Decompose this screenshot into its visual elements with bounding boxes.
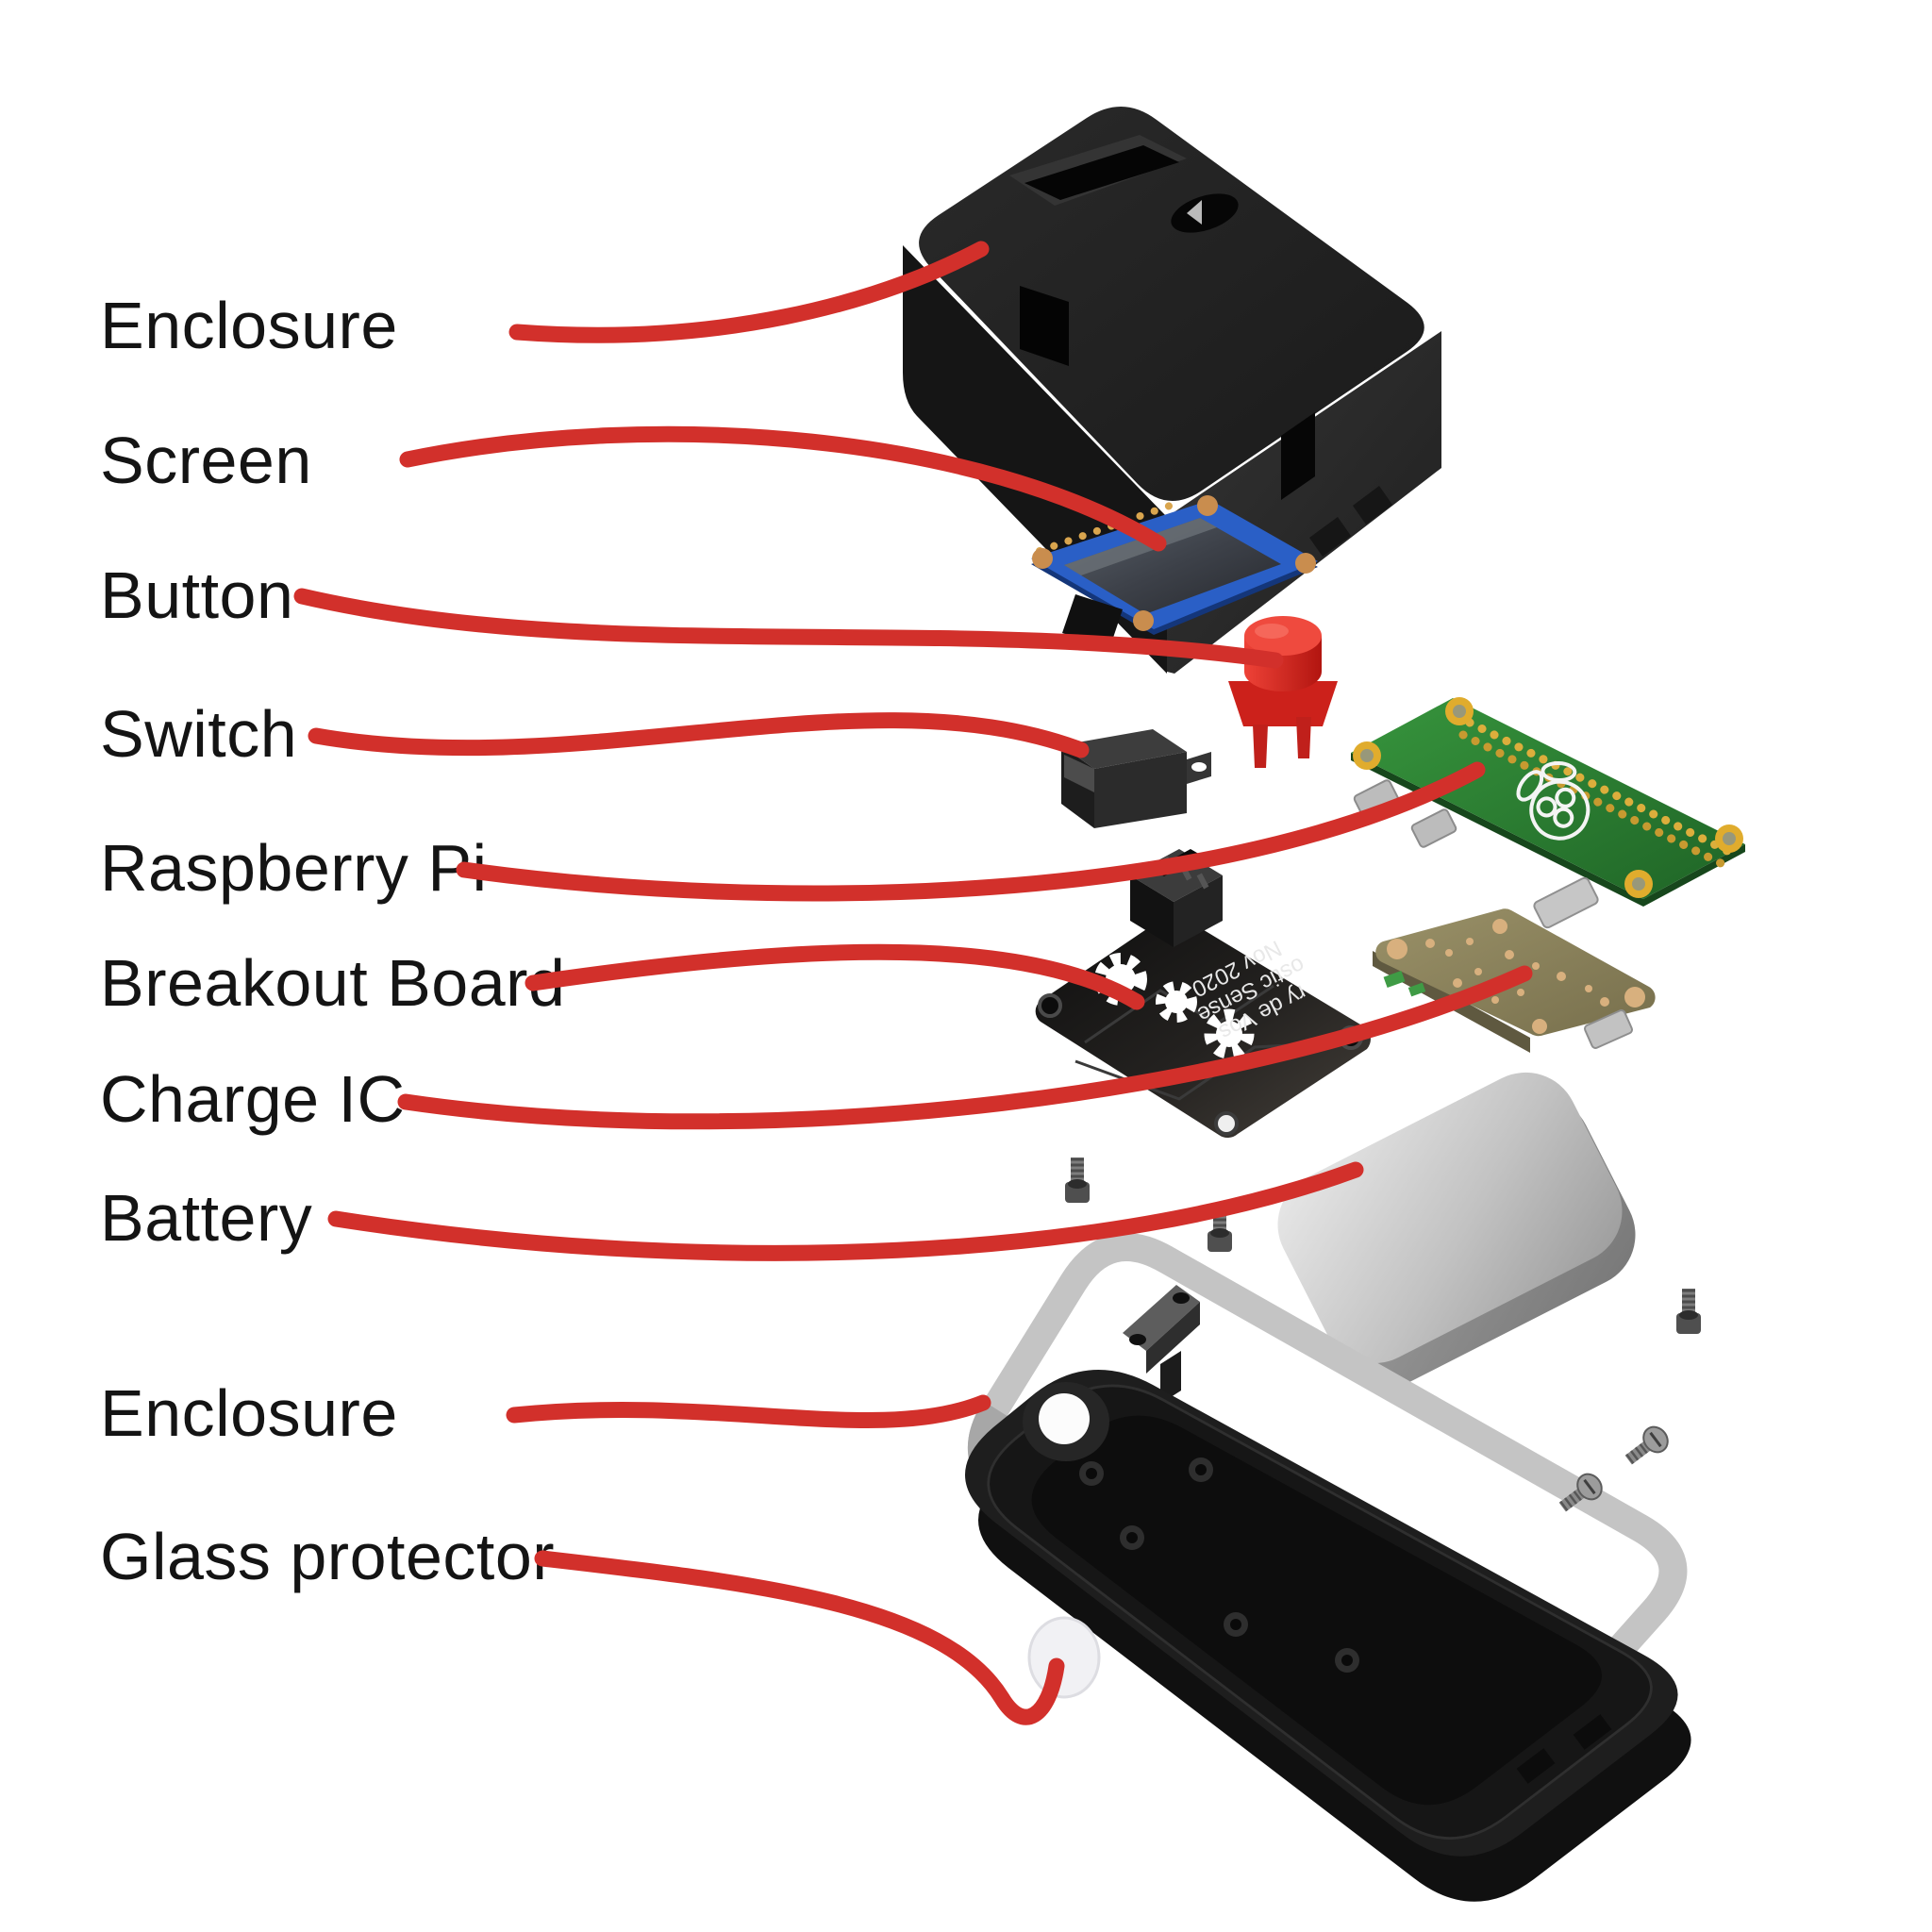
screen-mount-hole bbox=[1032, 548, 1053, 569]
enclosure-side-cutout-left bbox=[1020, 286, 1069, 366]
label-button: Button bbox=[100, 558, 294, 632]
switch-part bbox=[1061, 729, 1211, 828]
leader-button bbox=[293, 588, 1284, 669]
enclosure-bottom-part bbox=[964, 1369, 1691, 1902]
bracket-hole bbox=[1129, 1334, 1146, 1345]
screen-mount-hole bbox=[1197, 495, 1218, 516]
screen-header-pins bbox=[1036, 500, 1179, 555]
gpio-pin-row bbox=[1458, 730, 1729, 870]
screen-glass bbox=[1064, 518, 1281, 614]
switch-tab-hole bbox=[1191, 762, 1207, 772]
enclosure-tab bbox=[1309, 517, 1351, 557]
leader-switch bbox=[308, 712, 1090, 758]
pi-usb-port bbox=[1410, 808, 1457, 848]
pi-hdmi-port bbox=[1533, 876, 1599, 929]
gear-artwork bbox=[1094, 953, 1255, 1059]
socket-screw bbox=[1065, 1158, 1090, 1203]
leader-glass-protector bbox=[534, 1550, 1065, 1725]
breakout-mount-hole bbox=[1038, 993, 1062, 1018]
button-cap-highlight bbox=[1255, 624, 1289, 639]
button-base bbox=[1228, 681, 1338, 726]
gpio-pin-row bbox=[1465, 718, 1736, 858]
screen-part bbox=[1031, 495, 1318, 649]
leader-battery bbox=[327, 1161, 1364, 1261]
screen-mount-hole bbox=[1295, 553, 1316, 574]
screen-glass-sheen bbox=[1064, 518, 1217, 575]
enclosure-top-face bbox=[919, 106, 1424, 501]
button-part bbox=[1228, 616, 1338, 768]
charge-component bbox=[1407, 982, 1426, 997]
switch-top bbox=[1061, 729, 1187, 769]
leader-charge-ic bbox=[397, 965, 1533, 1130]
leader-lines bbox=[293, 241, 1533, 1725]
charge-component bbox=[1383, 970, 1406, 989]
bracket-front bbox=[1146, 1302, 1200, 1374]
switch-rocker bbox=[1064, 755, 1094, 792]
breakout-mount-hole bbox=[1214, 1111, 1239, 1136]
pan-screw bbox=[1624, 1425, 1669, 1465]
leader-raspberry-pi bbox=[456, 761, 1486, 902]
switch-front-face bbox=[1094, 752, 1187, 828]
leader-screen bbox=[399, 425, 1167, 552]
label-switch: Switch bbox=[100, 697, 298, 771]
label-enclosure-top: Enclosure bbox=[100, 289, 398, 362]
label-charge-ic: Charge IC bbox=[100, 1062, 406, 1136]
charge-copper-pads bbox=[1387, 919, 1645, 1034]
raspberry-logo-icon bbox=[1516, 760, 1591, 841]
label-breakout-board: Breakout Board bbox=[100, 946, 566, 1020]
button-leg bbox=[1253, 724, 1268, 768]
socket-screw bbox=[1676, 1289, 1701, 1334]
button-hole-glint bbox=[1187, 200, 1202, 225]
label-battery: Battery bbox=[100, 1181, 313, 1255]
bracket-hole bbox=[1173, 1292, 1190, 1304]
bracket-leg bbox=[1160, 1351, 1181, 1404]
tray-standoffs bbox=[1079, 1457, 1359, 1673]
label-enclosure-bottom: Enclosure bbox=[100, 1376, 398, 1450]
silk-mark bbox=[1044, 947, 1067, 960]
screen-window-hole bbox=[1024, 145, 1179, 200]
bracket-part bbox=[1123, 1285, 1200, 1404]
leader-breakout-board bbox=[525, 943, 1145, 1010]
tray-clip bbox=[1516, 1748, 1556, 1784]
label-screen: Screen bbox=[100, 424, 312, 497]
battery-part bbox=[1277, 1072, 1636, 1388]
leader-enclosure-top bbox=[508, 241, 990, 343]
enclosure-tab bbox=[1353, 486, 1392, 525]
screen-mount-hole bbox=[1133, 610, 1154, 631]
battery-body bbox=[1277, 1072, 1623, 1364]
pan-screw bbox=[1558, 1473, 1603, 1512]
tray-clip bbox=[1573, 1714, 1612, 1750]
charge-usb-port bbox=[1583, 1009, 1634, 1049]
leader-enclosure-bottom bbox=[506, 1394, 991, 1429]
label-raspberry-pi: Raspberry Pi bbox=[100, 831, 488, 905]
label-glass-protector: Glass protector bbox=[100, 1520, 556, 1593]
raspberry-pi-part bbox=[1351, 697, 1745, 929]
tray-hole bbox=[1039, 1393, 1090, 1444]
button-hole bbox=[1171, 193, 1239, 233]
glass-protector-part bbox=[1027, 1616, 1101, 1699]
enclosure-side-cutout-right bbox=[1281, 412, 1315, 500]
pi-mount-holes bbox=[1353, 697, 1743, 898]
button-leg bbox=[1296, 717, 1311, 758]
tray-floor bbox=[1031, 1415, 1603, 1806]
